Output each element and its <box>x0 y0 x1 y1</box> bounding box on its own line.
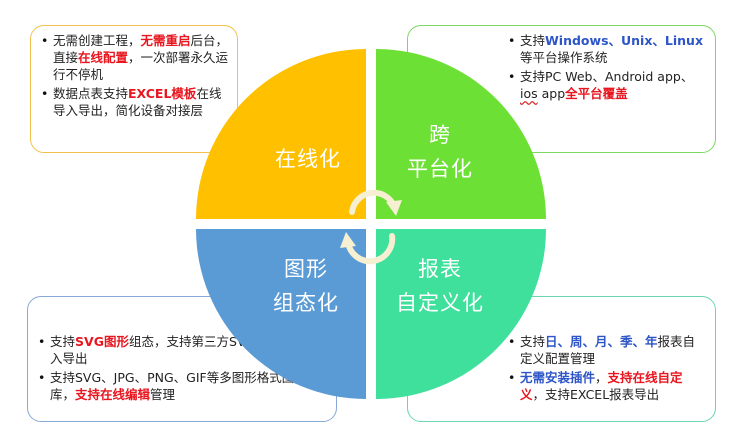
card-bullet-item: 无需创建工程，无需重启后台，直接在线配置，一次部署永久运行不停机 <box>41 32 229 83</box>
cycle-arrows-icon <box>345 189 397 265</box>
quadrant-label-line: 图形 <box>284 257 328 281</box>
bullet-text: 支持 <box>50 334 76 349</box>
quadrant-tr-shape <box>376 49 546 219</box>
bullet-text: 管理 <box>150 387 176 402</box>
arrowhead-right-icon <box>386 200 402 216</box>
arrowhead-left-icon <box>340 232 356 248</box>
bullet-text: 报表自定义配置管理 <box>520 334 696 366</box>
bullet-text: app <box>537 86 566 101</box>
quadrant-label-line: 组态化 <box>273 291 339 315</box>
bullet-text: 数据点表支持 <box>53 86 129 101</box>
highlighted-text: 无需安装插件 <box>520 370 596 385</box>
card-bullet-item: 数据点表支持EXCEL模板在线导入导出，简化设备对接层 <box>41 85 229 119</box>
highlighted-text: 支持在线编辑 <box>75 387 151 402</box>
bullet-text: 在线导入导出，简化设备对接层 <box>53 86 222 118</box>
bullet-text: ，支持EXCEL报表导出 <box>532 387 660 402</box>
highlighted-text: 日、周、月、季、年 <box>545 334 658 349</box>
quadrant-label-line: 报表 <box>418 257 462 281</box>
card-bullet-item: 支持SVG、JPG、PNG、GIF等多图形格式图符库，支持在线编辑管理 <box>38 369 328 403</box>
card-online: 无需创建工程，无需重启后台，直接在线配置，一次部署永久运行不停机数据点表支持EX… <box>30 25 238 153</box>
highlighted-text: 全平台覆盖 <box>565 86 628 101</box>
card-report-custom: 支持日、周、月、季、年报表自定义配置管理无需安装插件，支持在线自定义，支持EXC… <box>407 296 716 422</box>
card-bullet-item: 支持PC Web、Android app、 ios app全平台覆盖 <box>508 68 707 102</box>
quadrant-label-graphic-config: 图形组态化 <box>246 252 366 320</box>
highlighted-text: SVG图形 <box>75 334 129 349</box>
quadrant-label-online: 在线化 <box>248 142 368 176</box>
highlighted-text: EXCEL模板 <box>128 86 197 101</box>
highlighted-text: 在线配置 <box>78 50 129 65</box>
card-online-list: 无需创建工程，无需重启后台，直接在线配置，一次部署永久运行不停机数据点表支持EX… <box>41 32 229 119</box>
card-bullet-item: 无需安装插件，支持在线自定义，支持EXCEL报表导出 <box>508 369 707 403</box>
bullet-text: 支持SVG、JPG、PNG、GIF等多图形格式图符库， <box>50 370 307 402</box>
bullet-text: 后台，直接 <box>53 33 229 65</box>
quadrant-tl-shape <box>196 49 366 219</box>
quadrant-label-cross-platform: 跨平台化 <box>380 118 500 186</box>
bullet-text: 支持 <box>520 334 546 349</box>
highlighted-text: 无需重启 <box>140 33 191 48</box>
quadrant-label-line: 自定义化 <box>396 291 484 315</box>
quadrant-br-shape <box>376 229 546 399</box>
card-cross-platform-list: 支持Windows、Unix、Linux 等平台操作系统支持PC Web、Andr… <box>508 32 707 102</box>
bullet-text: ， <box>595 370 608 385</box>
quadrant-label-line: 在线化 <box>275 147 341 171</box>
quadrant-label-report-custom: 报表自定义化 <box>378 252 502 320</box>
card-bullet-item: 支持Windows、Unix、Linux 等平台操作系统 <box>508 32 707 66</box>
highlighted-text: 支持在线自定义 <box>520 370 683 402</box>
bullet-text: ，一次部署永久运行不停机 <box>53 50 229 82</box>
bullet-text: 支持PC Web、Android app、 <box>520 69 694 84</box>
bullet-text: 支持 <box>520 33 546 48</box>
bullet-text: 无需创建工程， <box>53 33 141 48</box>
card-bullet-item: 支持日、周、月、季、年报表自定义配置管理 <box>508 333 707 367</box>
card-report-custom-list: 支持日、周、月、季、年报表自定义配置管理无需安装插件，支持在线自定义，支持EXC… <box>508 333 707 403</box>
bullet-text: 等平台操作系统 <box>520 50 608 65</box>
quadrant-label-line: 跨 <box>429 123 451 147</box>
quadrant-bl-shape <box>196 229 366 399</box>
highlighted-text: Windows、Unix、Linux <box>545 33 704 48</box>
quadrant-label-line: 平台化 <box>407 157 473 181</box>
highlighted-text: ios <box>520 86 538 101</box>
